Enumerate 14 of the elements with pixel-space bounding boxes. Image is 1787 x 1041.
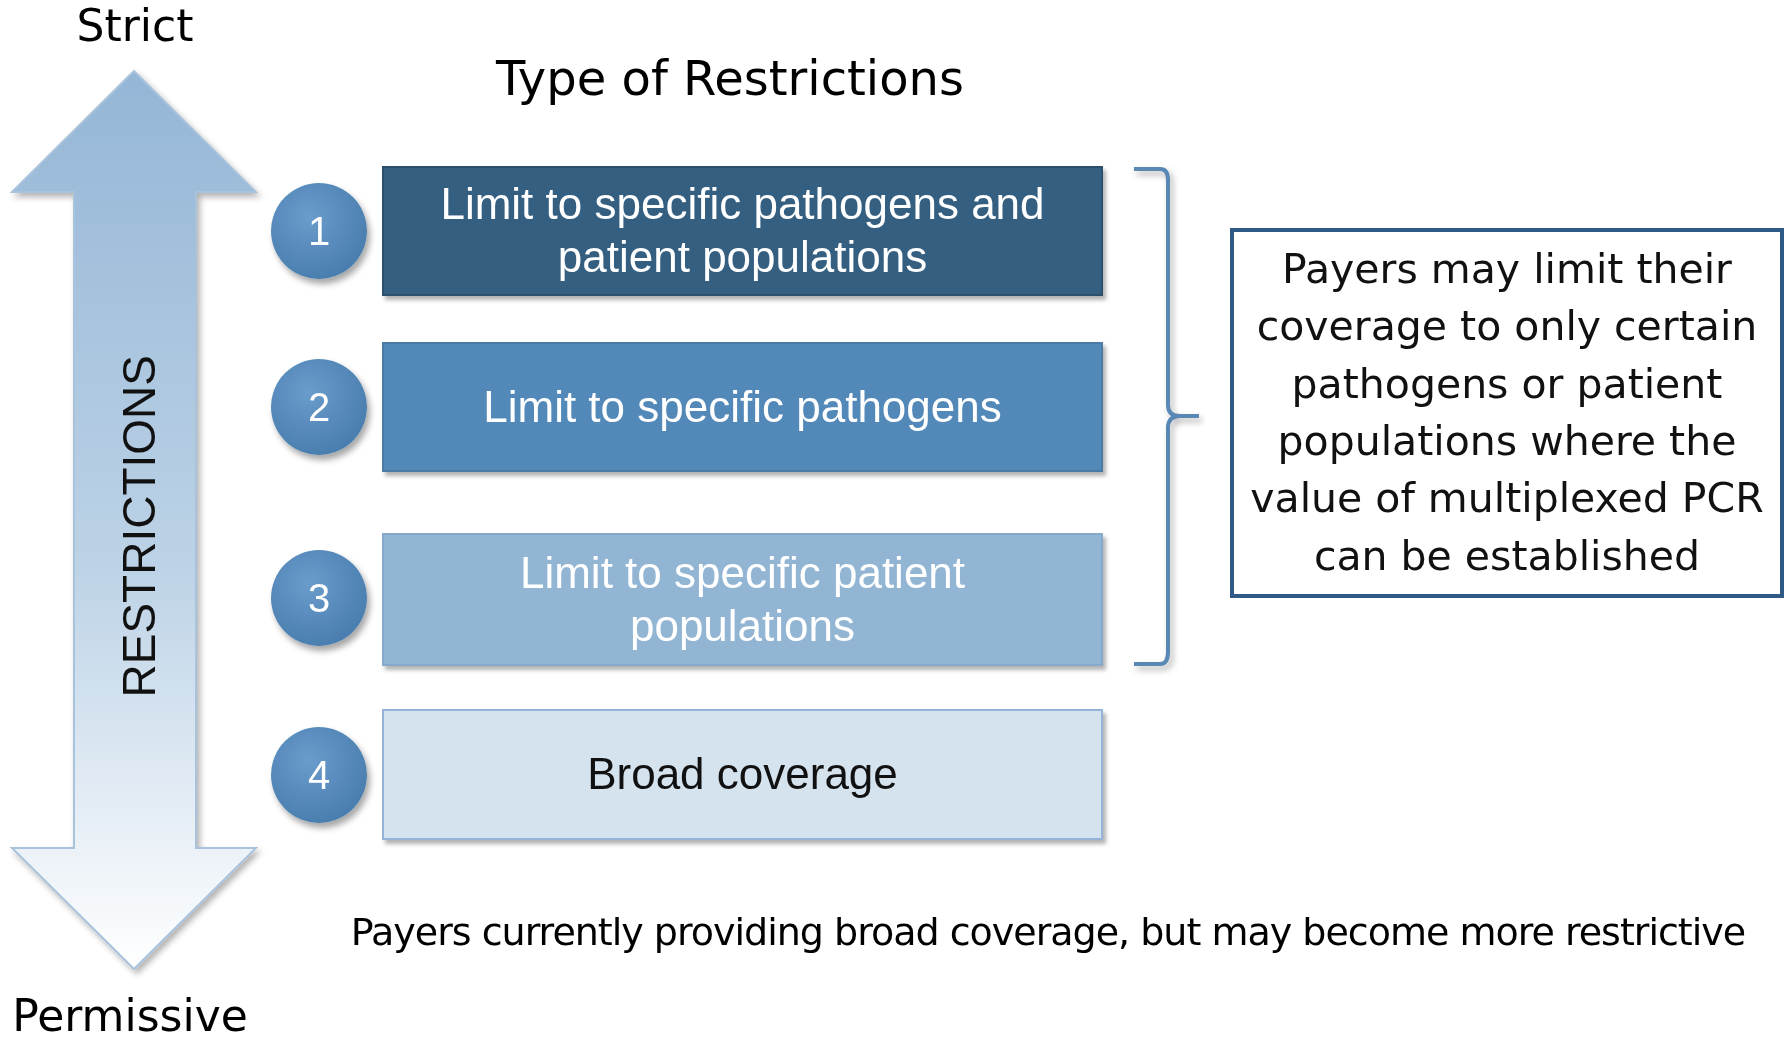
number-badge: 3 <box>271 550 367 646</box>
title: Type of Restrictions <box>495 50 965 106</box>
restriction-bar: Limit to specific pathogens <box>382 342 1103 472</box>
axis-label: Permissive <box>11 990 249 1041</box>
note-text: Payers currently providing broad coverage, but may become more restrictive <box>349 910 1747 954</box>
number-badge: 1 <box>271 183 367 279</box>
axis-label: Strict <box>75 0 195 51</box>
restriction-bar: Broad coverage <box>382 709 1103 840</box>
axis-label: RESTRICTIONS <box>112 355 166 698</box>
restriction-bar: Limit to specific pathogens and patient populations <box>382 166 1103 296</box>
restriction-bar: Limit to specific patient populations <box>382 533 1103 666</box>
number-badge: 4 <box>271 727 367 823</box>
callout-box: Payers may limit their coverage to only certain pathogens or patient populations where the value of multiplexed PCR can be established <box>1230 228 1784 598</box>
number-badge: 2 <box>271 359 367 455</box>
